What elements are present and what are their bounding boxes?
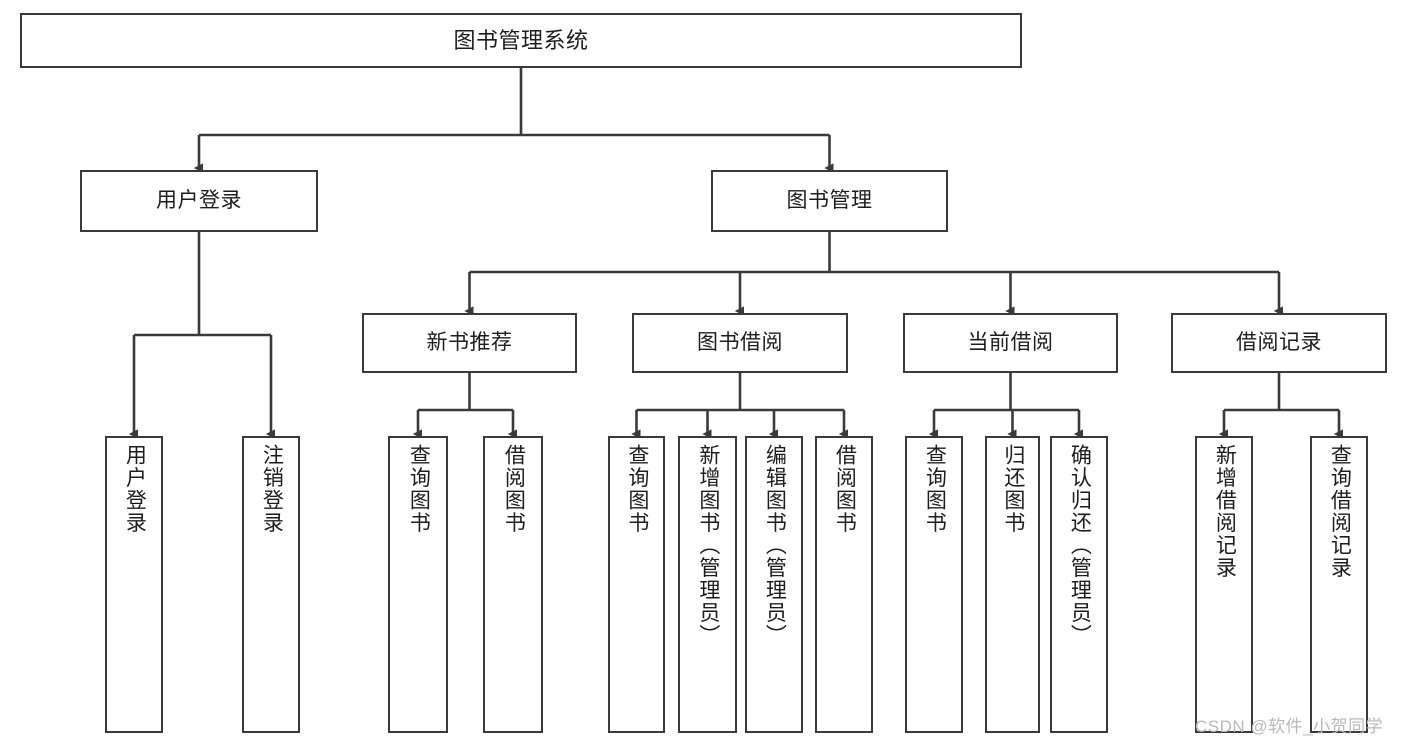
leaf-leaf-query-book-3[interactable]: 查询图书 <box>905 436 963 733</box>
leaf-leaf-user-login[interactable]: 用户登录 <box>105 436 163 733</box>
leaf-leaf-query-book-1[interactable]: 查询图书 <box>388 436 448 733</box>
leaf-leaf-add-book-label: 新增图书（管理员） <box>696 444 720 647</box>
node-book-borrow-label: 图书借阅 <box>697 330 783 354</box>
leaf-leaf-return-book[interactable]: 归还图书 <box>985 436 1040 733</box>
leaf-leaf-add-record-label: 新增借阅记录 <box>1213 444 1237 579</box>
leaf-leaf-user-login-label: 用户登录 <box>123 444 147 534</box>
leaf-leaf-confirm-return[interactable]: 确认归还（管理员） <box>1050 436 1108 733</box>
leaf-leaf-borrow-book-1[interactable]: 借阅图书 <box>483 436 543 733</box>
leaf-leaf-query-book-1-label: 查询图书 <box>407 444 431 534</box>
leaf-leaf-query-book-2-label: 查询图书 <box>625 444 649 534</box>
node-borrow-record[interactable]: 借阅记录 <box>1171 313 1387 373</box>
node-user-login-label: 用户登录 <box>156 188 242 212</box>
node-new-book-rec-label: 新书推荐 <box>426 330 513 354</box>
node-current-borrow-label: 当前借阅 <box>967 330 1054 354</box>
leaf-leaf-query-book-3-label: 查询图书 <box>923 444 947 534</box>
leaf-leaf-query-record-label: 查询借阅记录 <box>1328 444 1352 579</box>
leaf-leaf-borrow-book-1-label: 借阅图书 <box>502 444 526 534</box>
leaf-leaf-return-book-label: 归还图书 <box>1001 444 1025 534</box>
leaf-leaf-query-book-2[interactable]: 查询图书 <box>608 436 665 733</box>
node-root[interactable]: 图书管理系统 <box>20 13 1022 68</box>
node-user-login[interactable]: 用户登录 <box>80 170 318 232</box>
node-book-borrow[interactable]: 图书借阅 <box>632 313 848 373</box>
node-current-borrow[interactable]: 当前借阅 <box>903 313 1118 373</box>
watermark: CSDN @软件_小贺同学 <box>1195 717 1384 736</box>
leaf-leaf-logout-label: 注销登录 <box>260 444 284 534</box>
leaf-leaf-edit-book-label: 编辑图书（管理员） <box>763 444 787 647</box>
node-book-manage-label: 图书管理 <box>786 188 873 212</box>
node-book-manage[interactable]: 图书管理 <box>711 170 948 232</box>
node-new-book-rec[interactable]: 新书推荐 <box>362 313 577 373</box>
node-borrow-record-label: 借阅记录 <box>1236 330 1322 354</box>
node-root-label: 图书管理系统 <box>453 27 589 53</box>
leaf-leaf-confirm-return-label: 确认归还（管理员） <box>1068 444 1092 647</box>
leaf-leaf-borrow-book-2[interactable]: 借阅图书 <box>815 436 873 733</box>
leaf-leaf-borrow-book-2-label: 借阅图书 <box>833 444 857 534</box>
leaf-leaf-logout[interactable]: 注销登录 <box>242 436 300 733</box>
leaf-leaf-add-record[interactable]: 新增借阅记录 <box>1195 436 1253 733</box>
leaf-leaf-query-record[interactable]: 查询借阅记录 <box>1310 436 1368 733</box>
leaf-leaf-edit-book[interactable]: 编辑图书（管理员） <box>745 436 803 733</box>
leaf-leaf-add-book[interactable]: 新增图书（管理员） <box>678 436 737 733</box>
